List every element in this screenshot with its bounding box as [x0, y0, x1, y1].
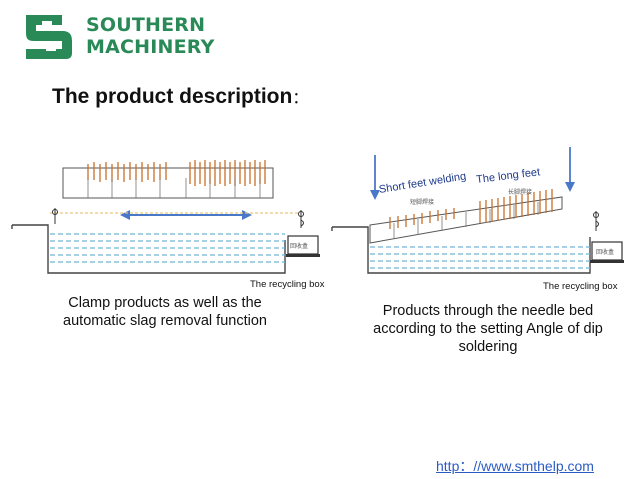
brand-name-line1: SOUTHERN	[86, 14, 206, 36]
down-arrow-icon-left	[370, 155, 380, 200]
left-solder-pot	[11, 224, 286, 274]
right-caption-line3: soldering	[458, 339, 518, 355]
left-sensor-icon-right	[298, 210, 304, 228]
right-components-long	[479, 189, 553, 223]
left-recycling-box-label: The recycling box	[250, 279, 325, 290]
right-solder-waves	[370, 246, 590, 269]
left-sensor-icon	[52, 208, 58, 224]
left-caption-line1: Clamp products as well as the	[68, 295, 262, 311]
page-title: The product description：	[52, 84, 308, 109]
down-arrow-icon-right	[565, 147, 575, 192]
company-logo	[22, 11, 76, 61]
long-feet-cn-label: 长脚焊接	[508, 190, 533, 196]
left-caption-line2: automatic slag removal function	[63, 313, 267, 329]
left-pallet-frame	[62, 167, 274, 199]
left-solder-waves	[50, 233, 285, 263]
right-solder-pot	[331, 226, 591, 274]
page-title-colon: ：	[292, 90, 309, 107]
right-caption: Products through the needle bed accordin…	[348, 302, 628, 356]
left-recycling-box	[286, 235, 320, 257]
right-box-cn-label: 回收盒	[596, 250, 615, 256]
left-caption: Clamp products as well as the automatic …	[30, 294, 300, 330]
short-feet-cn-label: 短脚焊接	[410, 200, 435, 206]
left-box-cn-label: 回收盒	[290, 244, 309, 250]
left-components-row2	[189, 160, 266, 186]
right-components-short	[389, 208, 455, 229]
right-recycling-box	[590, 241, 624, 263]
double-arrow-icon	[120, 210, 252, 220]
right-sensor-icon	[593, 211, 599, 231]
left-solder-diagram	[11, 160, 320, 274]
right-solder-diagram	[331, 147, 624, 274]
website-link[interactable]: http：//www.smthelp.com	[436, 458, 594, 474]
left-components-row1	[87, 162, 167, 182]
right-caption-line1: Products through the needle bed	[382, 303, 594, 319]
logo-icon	[26, 15, 72, 59]
page-title-text: The product description	[52, 85, 293, 108]
right-pallet-dividers	[393, 202, 539, 239]
right-caption-line2: according to the setting Angle of dip	[373, 321, 603, 337]
right-recycling-box-label: The recycling box	[543, 281, 618, 292]
left-pallet-dividers	[87, 178, 261, 198]
brand-name-line2: MACHINERY	[86, 36, 215, 58]
